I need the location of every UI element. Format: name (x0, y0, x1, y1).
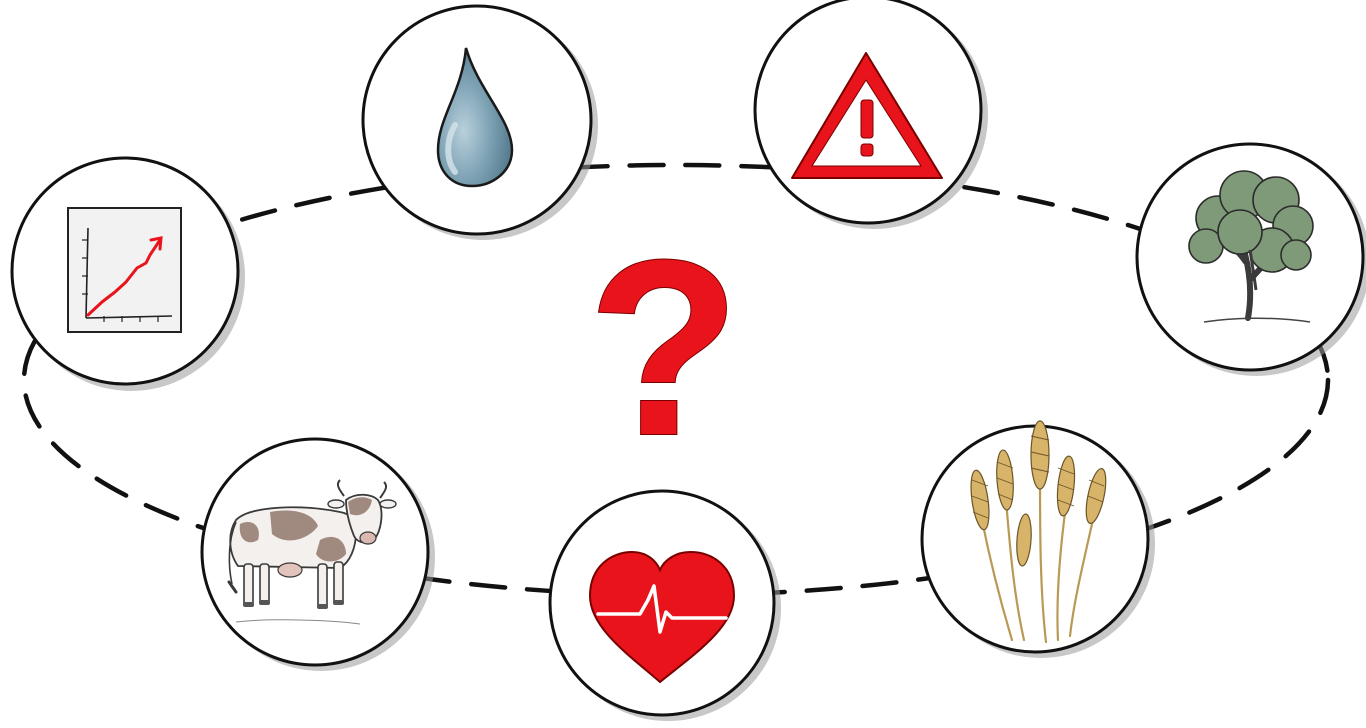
node-wheat (922, 421, 1155, 658)
node-growth-chart (12, 158, 245, 391)
node-tree (1137, 144, 1366, 376)
node-heart (550, 491, 781, 721)
node-warning (755, 0, 988, 229)
growth-chart-icon (68, 208, 181, 332)
node-water-drop (363, 6, 598, 240)
question-mark-icon: ? (588, 208, 741, 487)
central-question-mark: ? (588, 208, 741, 487)
node-cow (202, 439, 435, 671)
